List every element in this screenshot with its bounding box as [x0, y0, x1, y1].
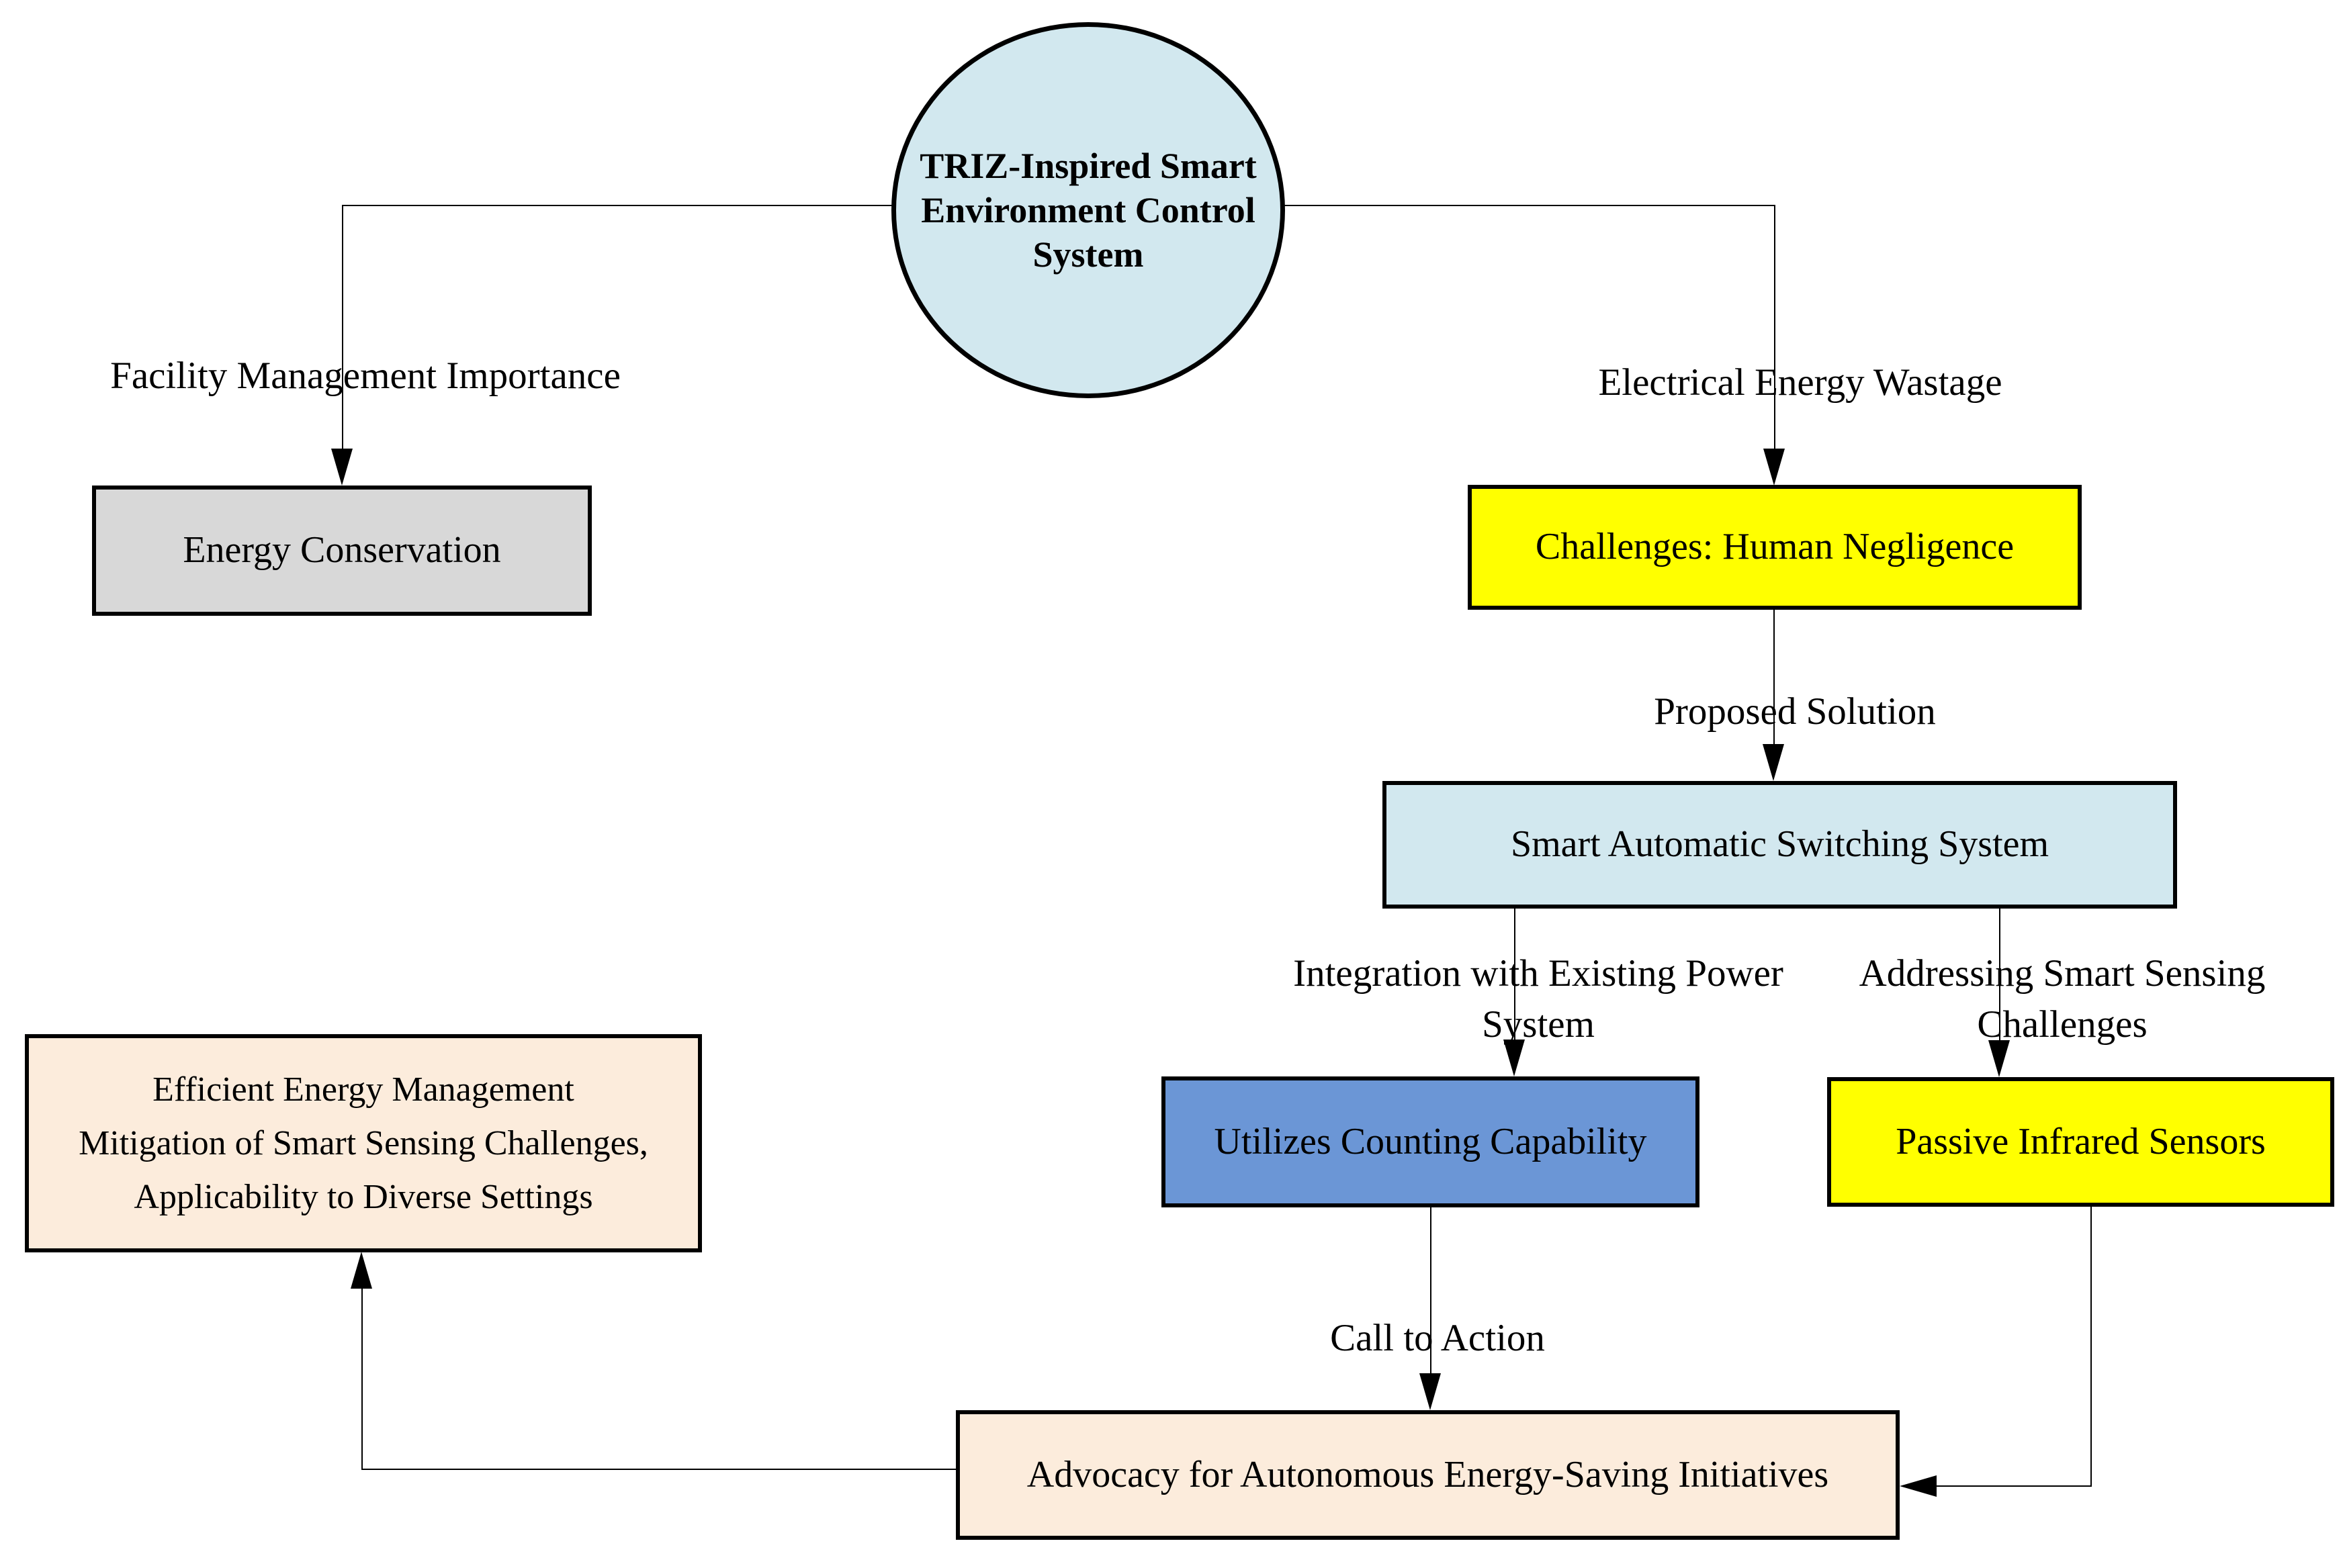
edge-challenges-to-switching: [1773, 610, 1775, 744]
arrowhead-into-advocacy-top: [1419, 1373, 1441, 1410]
edge-label-facility-management: Facility Management Importance: [110, 355, 621, 397]
arrowhead-into-energy-conservation: [331, 449, 353, 486]
node-outcomes-line1: Efficient Energy Management: [152, 1070, 574, 1109]
edge-label-electrical-energy-wastage: Electrical Energy Wastage: [1598, 361, 2002, 404]
edge-pir-to-advocacy-horizontal: [1935, 1485, 2092, 1487]
edge-root-to-energy-horizontal: [343, 205, 893, 206]
arrowhead-into-outcomes-bottom: [351, 1252, 372, 1289]
node-advocacy-initiatives: Advocacy for Autonomous Energy-Saving In…: [956, 1410, 1900, 1540]
node-triz-line3: System: [1032, 234, 1144, 275]
edge-root-to-challenges-horizontal: [1283, 205, 1775, 206]
node-utilizes-counting-capability: Utilizes Counting Capability: [1161, 1076, 1699, 1207]
node-challenges-human-negligence: Challenges: Human Negligence: [1468, 485, 2082, 610]
edge-label-proposed-solution: Proposed Solution: [1654, 690, 1936, 733]
edge-root-to-energy-vertical: [342, 205, 343, 449]
edge-label-call-to-action: Call to Action: [1330, 1317, 1545, 1359]
edge-advocacy-to-outcomes-horizontal: [362, 1469, 956, 1470]
node-outcomes-line2: Mitigation of Smart Sensing Challenges,: [79, 1123, 648, 1162]
node-passive-infrared-sensors: Passive Infrared Sensors: [1827, 1077, 2334, 1207]
node-smart-automatic-switching-system: Smart Automatic Switching System: [1382, 781, 2177, 909]
edge-label-integration: Integration with Existing Power System: [1293, 948, 1783, 1050]
edge-label-addressing-line1: Addressing Smart Sensing: [1859, 952, 2266, 995]
edge-label-addressing-line2: Challenges: [1977, 1003, 2148, 1046]
edge-label-integration-line2: System: [1482, 1003, 1595, 1046]
arrowhead-into-advocacy-right: [1900, 1475, 1937, 1497]
edge-pir-to-advocacy-vertical: [2090, 1207, 2092, 1486]
edge-advocacy-to-outcomes-vertical: [361, 1288, 363, 1470]
node-triz-line2: Environment Control: [921, 190, 1255, 230]
edge-label-addressing: Addressing Smart Sensing Challenges: [1859, 948, 2266, 1050]
arrowhead-into-challenges: [1763, 449, 1785, 486]
arrowhead-into-counting: [1503, 1040, 1525, 1076]
node-triz-line1: TRIZ-Inspired Smart: [920, 146, 1257, 186]
arrowhead-into-pir: [1988, 1040, 2010, 1077]
edge-counting-to-advocacy: [1430, 1207, 1431, 1373]
edge-label-integration-line1: Integration with Existing Power: [1293, 952, 1783, 995]
node-outcomes-line3: Applicability to Diverse Settings: [134, 1177, 593, 1216]
node-energy-conservation: Energy Conservation: [92, 486, 592, 616]
node-triz-system-circle: TRIZ-Inspired Smart Environment Control …: [891, 22, 1285, 398]
node-outcomes: Efficient Energy Management Mitigation o…: [25, 1034, 702, 1252]
edge-root-to-challenges-vertical: [1774, 205, 1775, 449]
arrowhead-into-smart-switching: [1763, 744, 1784, 781]
edge-switching-to-counting: [1514, 909, 1515, 1040]
edge-switching-to-pir: [1999, 909, 2000, 1040]
